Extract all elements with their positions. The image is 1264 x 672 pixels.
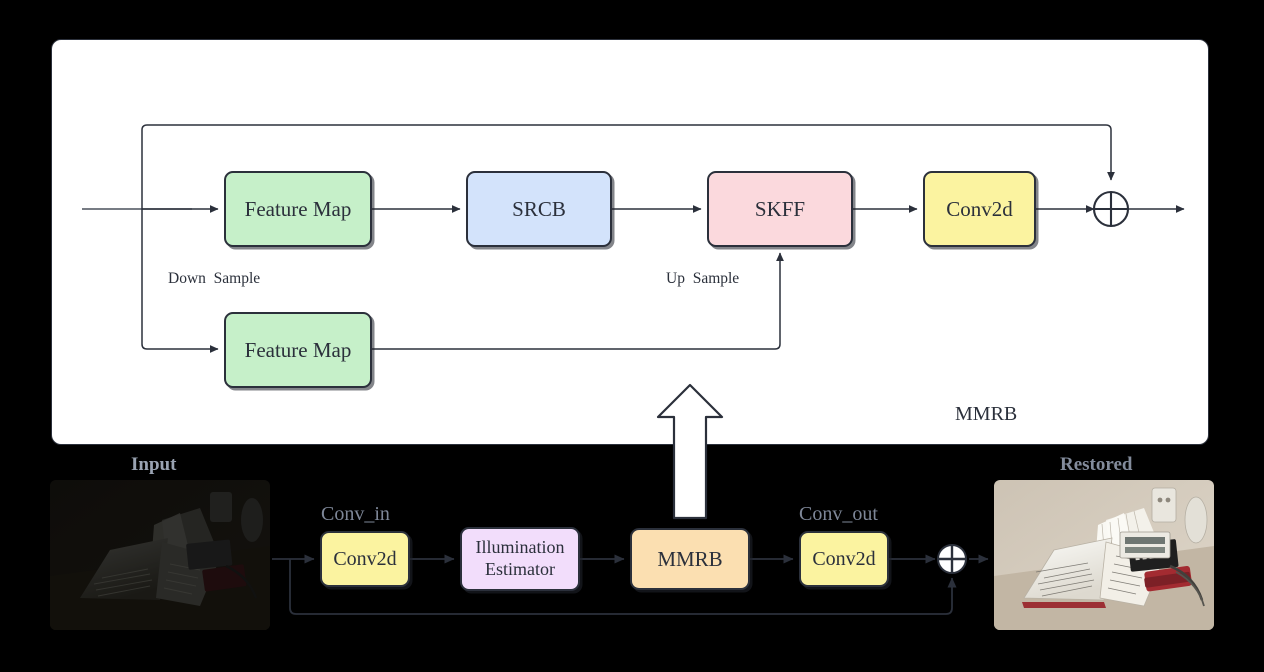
panel-title-mmrb: MMRB — [955, 403, 1018, 425]
label-up-sample: Up Sample — [666, 270, 740, 287]
caption-restored-image: Restored — [1060, 454, 1133, 475]
block-label-line1: Illumination — [475, 537, 565, 558]
block-label-line2: Estimator — [485, 559, 555, 579]
caption-input-image: Input — [131, 454, 177, 475]
block-label: Conv2d — [333, 547, 397, 570]
sum-operator-top — [1092, 190, 1130, 228]
block-label: Conv2d — [812, 547, 876, 570]
block-illumination-estimator[interactable]: Illumination Estimator — [460, 527, 580, 591]
block-feature-map-top[interactable]: Feature Map — [224, 171, 372, 247]
block-label: Conv2d — [946, 196, 1013, 221]
input-image — [50, 480, 270, 630]
block-label: Feature Map — [244, 196, 352, 221]
sum-operator-bottom — [937, 544, 967, 574]
callout-up-arrow — [656, 383, 724, 520]
restored-image — [994, 480, 1214, 630]
caption-conv-in: Conv_in — [321, 503, 390, 525]
block-conv2d-mmrb[interactable]: Conv2d — [923, 171, 1036, 247]
block-mmrb[interactable]: MMRB — [630, 528, 750, 590]
block-conv-in[interactable]: Conv2d — [320, 531, 410, 587]
block-label: Feature Map — [244, 337, 352, 362]
block-label: MMRB — [657, 546, 723, 571]
block-label: SKFF — [754, 196, 806, 221]
block-label: SRCB — [512, 196, 566, 221]
block-feature-map-bottom[interactable]: Feature Map — [224, 312, 372, 388]
caption-conv-out: Conv_out — [799, 503, 878, 525]
label-down-sample: Down Sample — [168, 270, 261, 287]
mmrb-panel-connectors — [82, 124, 1185, 353]
mmrb-detail-panel: Feature Map Feature Map SRCB SKFF Conv2d… — [51, 39, 1209, 445]
block-srcb[interactable]: SRCB — [466, 171, 612, 247]
block-conv-out[interactable]: Conv2d — [799, 531, 889, 587]
block-skff[interactable]: SKFF — [707, 171, 853, 247]
